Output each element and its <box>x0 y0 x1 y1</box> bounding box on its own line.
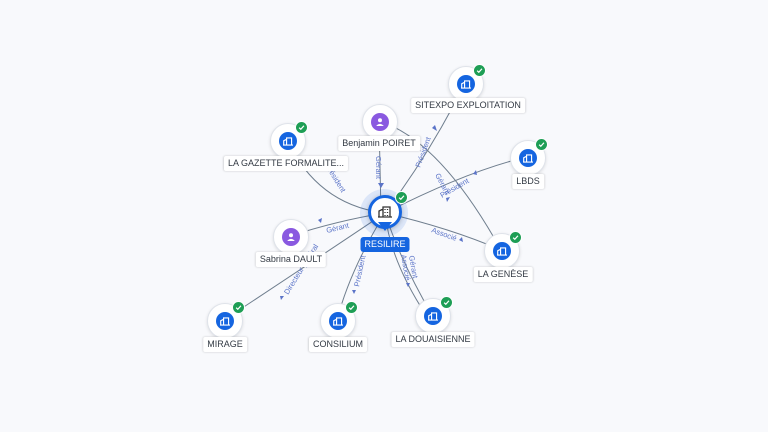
node-poiret[interactable] <box>362 104 398 140</box>
person-icon <box>282 228 300 246</box>
node-consilium[interactable] <box>320 301 358 339</box>
company-icon <box>424 307 442 325</box>
node-label-lbds: LBDS <box>512 174 544 189</box>
verified-icon <box>232 301 245 314</box>
node-dault[interactable] <box>273 219 309 255</box>
edge-label-genese: Associé <box>430 225 458 242</box>
node-label-sitexpo: SITEXPO EXPLOITATION <box>411 98 525 113</box>
company-icon <box>457 75 475 93</box>
edge-label-douaisienne-2: Associé <box>399 254 412 281</box>
company-icon <box>519 149 537 167</box>
node-mirage[interactable] <box>207 301 245 339</box>
arrow-sitexpo <box>432 125 437 131</box>
node-label-mirage: MIRAGE <box>203 337 247 352</box>
arrow-lbds <box>473 170 477 175</box>
edge-label-poiret-center: Gérant <box>374 156 383 180</box>
center-pin-tip <box>378 222 392 231</box>
node-gazette[interactable] <box>270 121 308 159</box>
node-label-consilium: CONSILIUM <box>308 337 368 352</box>
arrow-consilium <box>352 290 356 294</box>
person-icon <box>371 113 389 131</box>
verified-icon <box>395 191 408 204</box>
arrow-assoc <box>459 237 463 242</box>
center-node-resilire[interactable] <box>368 191 408 231</box>
center-label: RESILIRE <box>360 237 410 252</box>
arrow-poiret <box>378 183 384 188</box>
node-douaisienne[interactable] <box>415 296 453 334</box>
verified-icon <box>295 121 308 134</box>
edge-label-dault: Gérant <box>325 220 350 235</box>
building-icon <box>378 206 392 218</box>
verified-icon <box>440 296 453 309</box>
node-label-poiret: Benjamin POIRET <box>338 136 420 151</box>
node-lbds[interactable] <box>510 138 548 176</box>
node-sitexpo[interactable] <box>448 64 486 102</box>
verified-icon <box>345 301 358 314</box>
company-icon <box>216 312 234 330</box>
arrow-mirage <box>280 296 284 300</box>
node-label-dault: Sabrina DAULT <box>255 252 327 267</box>
company-icon <box>279 132 297 150</box>
edge-label-consilium: Président <box>352 254 368 288</box>
arrow-douaisienne <box>406 283 410 287</box>
company-icon <box>493 242 511 260</box>
verified-icon <box>473 64 486 77</box>
node-label-douaisienne: LA DOUAISIENNE <box>391 332 475 347</box>
arrow-dault <box>318 218 322 223</box>
company-icon <box>329 312 347 330</box>
node-genese[interactable] <box>484 231 522 269</box>
verified-icon <box>535 138 548 151</box>
verified-icon <box>509 231 522 244</box>
node-label-gazette: LA GAZETTE FORMALITE... <box>223 156 349 171</box>
edge-label-douaisienne-1: Gérant <box>407 255 420 280</box>
arrow-genese <box>446 197 450 202</box>
node-label-genese: LA GENÈSE <box>473 267 533 282</box>
